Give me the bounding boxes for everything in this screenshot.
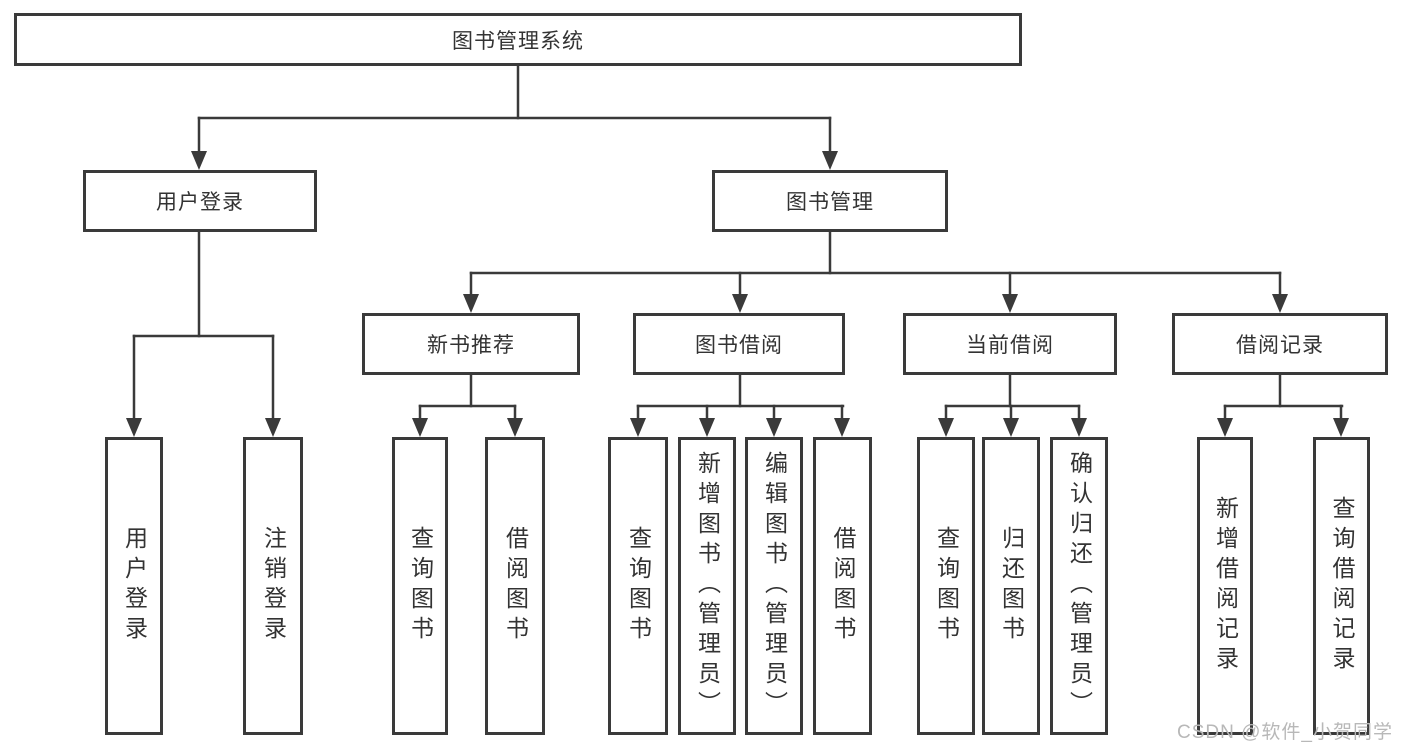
leaf-cb-confirm-return-admin: 确认归还（管理员）: [1050, 437, 1108, 735]
node-label: 图书管理系统: [452, 29, 584, 53]
leaf-bb-add-books-admin: 新增图书（管理员）: [678, 437, 736, 735]
leaf-cb-return-books: 归还图书: [982, 437, 1040, 735]
node-label: 用户登录: [121, 526, 148, 646]
leaf-nb-borrow-books: 借阅图书: [485, 437, 545, 735]
leaf-bb-query-books: 查询图书: [608, 437, 668, 735]
csdn-watermark: CSDN @软件_小贺同学: [1177, 722, 1393, 743]
node-label: 图书管理: [786, 191, 874, 214]
node-root-system: 图书管理系统: [14, 13, 1022, 66]
node-book-borrowing: 图书借阅: [633, 313, 845, 375]
node-borrowing-records: 借阅记录: [1172, 313, 1388, 375]
node-label: 查询图书: [407, 526, 434, 646]
leaf-nb-query-books: 查询图书: [392, 437, 448, 735]
node-current-borrowing: 当前借阅: [903, 313, 1117, 375]
node-label: 查询图书: [625, 526, 652, 646]
leaf-br-add-record: 新增借阅记录: [1197, 437, 1253, 735]
node-label: 当前借阅: [966, 334, 1054, 357]
node-label: 新增图书（管理员）: [694, 451, 721, 721]
leaf-bb-edit-books-admin: 编辑图书（管理员）: [745, 437, 803, 735]
node-label: 图书借阅: [695, 334, 783, 357]
node-label: 用户登录: [156, 191, 244, 214]
leaf-logout: 注销登录: [243, 437, 303, 735]
node-label: 注销登录: [260, 526, 287, 646]
leaf-cb-query-books: 查询图书: [917, 437, 975, 735]
node-label: 编辑图书（管理员）: [761, 451, 788, 721]
node-label: 新增借阅记录: [1212, 496, 1239, 676]
node-label: 确认归还（管理员）: [1066, 451, 1093, 721]
leaf-user-login: 用户登录: [105, 437, 163, 735]
node-label: 借阅图书: [830, 526, 856, 646]
node-label: 归还图书: [998, 526, 1025, 646]
leaf-bb-borrow-books: 借阅图书: [813, 437, 872, 735]
node-book-management: 图书管理: [712, 170, 948, 232]
node-label: 查询借阅记录: [1329, 496, 1355, 676]
node-user-login: 用户登录: [83, 170, 317, 232]
node-label: 借阅图书: [502, 526, 529, 646]
node-new-book-recommend: 新书推荐: [362, 313, 580, 375]
node-label: 借阅记录: [1236, 334, 1324, 357]
node-label: 新书推荐: [427, 334, 515, 357]
node-label: 查询图书: [933, 526, 960, 646]
leaf-br-query-record: 查询借阅记录: [1313, 437, 1370, 735]
